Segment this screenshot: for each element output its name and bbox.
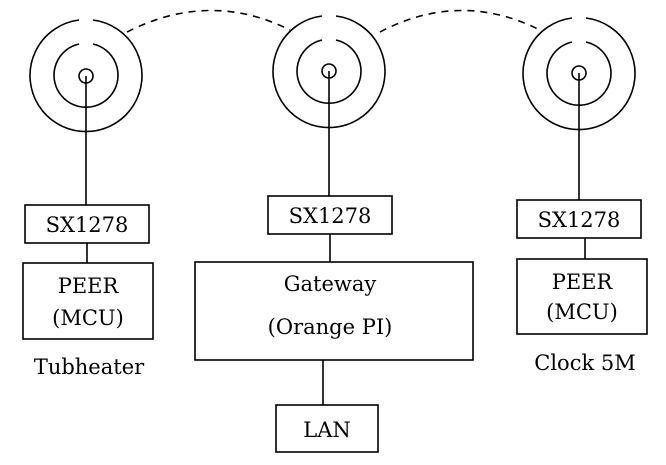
peer-label-right-line1: PEER bbox=[552, 270, 614, 294]
peer-label-left-line2: (MCU) bbox=[52, 306, 124, 330]
radio-label-left: SX1278 bbox=[46, 213, 129, 237]
radio-label-center: SX1278 bbox=[289, 204, 372, 228]
gateway-box bbox=[194, 261, 474, 361]
peer-label-left-line1: PEER bbox=[58, 274, 120, 298]
lan-box bbox=[275, 404, 379, 453]
wireless-link-left-center bbox=[126, 9, 291, 33]
peer-label-right-line2: (MCU) bbox=[546, 300, 618, 324]
peer-box-left bbox=[22, 262, 154, 340]
gateway-label-line2: (Orange PI) bbox=[268, 315, 393, 339]
radio-label-right: SX1278 bbox=[538, 208, 621, 232]
radio-box-right bbox=[516, 199, 642, 239]
caption-right: Clock 5M bbox=[534, 351, 635, 375]
wireless-link-center-right bbox=[379, 9, 541, 33]
peer-box-right bbox=[516, 258, 648, 335]
radio-box-left bbox=[24, 204, 150, 244]
gateway-label-line1: Gateway bbox=[284, 272, 377, 296]
caption-left: Tubheater bbox=[34, 355, 145, 379]
radio-box-center bbox=[267, 195, 393, 235]
lan-label: LAN bbox=[303, 418, 351, 442]
